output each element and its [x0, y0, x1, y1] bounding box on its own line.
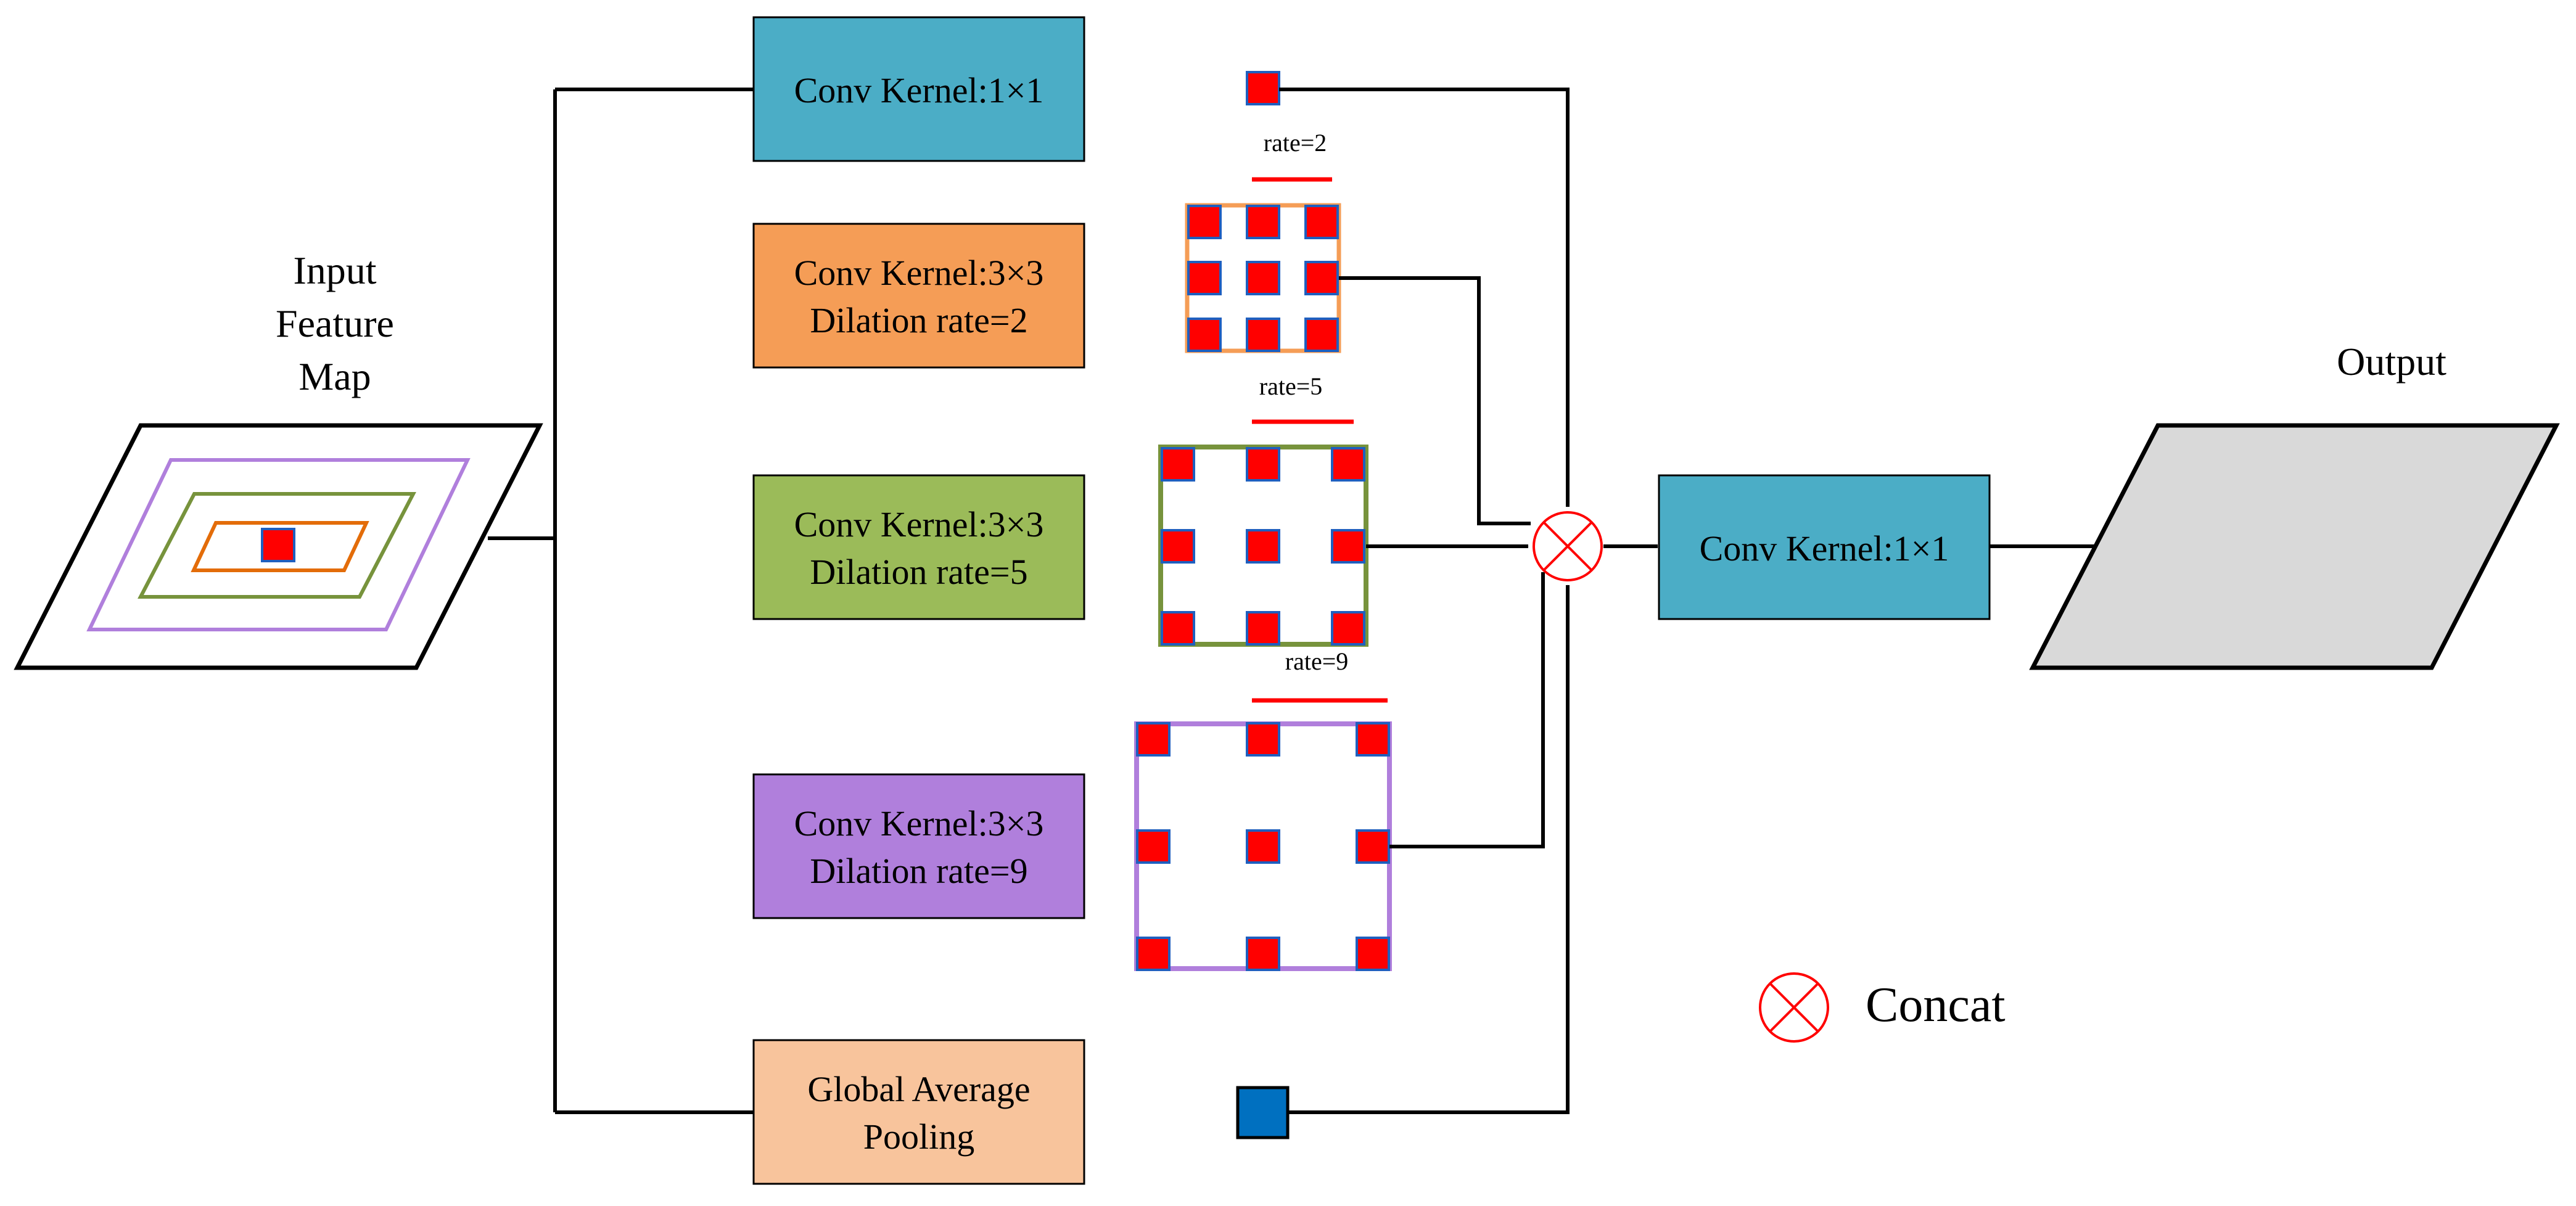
- output-conv-label: Conv Kernel:1×1: [1700, 528, 1949, 568]
- dilation9-label-line1: Conv Kernel:3×3: [794, 803, 1044, 843]
- connector-dil9-to-concat: [1389, 572, 1545, 848]
- branch-global-average-pooling: Global Average Pooling: [752, 1039, 1085, 1185]
- kernel-dil9-grid: [1136, 722, 1390, 971]
- connector-conv1x1-to-concat: [1279, 88, 1570, 507]
- rate2-label: rate=2: [1264, 129, 1327, 157]
- connector-dil2-to-concat: [1339, 276, 1531, 525]
- kernel-dilation-9: rate=9: [1134, 647, 1392, 971]
- branch-dilation-5: Conv Kernel:3×3 Dilation rate=5: [752, 474, 1085, 620]
- kernel-dil5-cell-r0c1: [1246, 447, 1280, 482]
- pooling-cell: [1236, 1086, 1290, 1139]
- input-label-line3: Map: [298, 355, 371, 398]
- kernel-dil2-grid: [1187, 205, 1339, 352]
- dilation5-box: [752, 474, 1085, 620]
- output-label: Output: [2337, 340, 2446, 384]
- branch-dilation-9: Conv Kernel:3×3 Dilation rate=9: [752, 773, 1085, 919]
- kernel-dil9-cell-r2c1: [1246, 937, 1280, 971]
- gap-label-line2: Pooling: [863, 1117, 975, 1157]
- kernel-dil9-cell-r1c1: [1246, 829, 1280, 864]
- kernel-dil9-cell-r0c0: [1136, 722, 1171, 757]
- input-center-cell: [261, 528, 295, 562]
- input-trunk: [488, 88, 754, 1114]
- kernel-dil9-cell-r2c2: [1356, 937, 1390, 971]
- kernel-dil5-grid: [1161, 447, 1365, 646]
- kernel-dilation-5: rate=5: [1158, 372, 1368, 647]
- kernel-dil9-cell-r1c2: [1356, 829, 1390, 864]
- legend-concat-label: Concat: [1866, 978, 2006, 1032]
- kernel-dil5-cell-r2c2: [1331, 611, 1365, 646]
- kernel-dil5-cell-r1c0: [1161, 529, 1195, 564]
- gap-box: [752, 1039, 1085, 1185]
- kernel-dil2-cell-r0c1: [1246, 205, 1280, 239]
- output-parallelogram: [2029, 423, 2560, 670]
- kernel-dil5-cell-r0c2: [1331, 447, 1365, 482]
- gap-label-line1: Global Average: [807, 1069, 1030, 1109]
- kernel-dil9-cell-r2c0: [1136, 937, 1171, 971]
- legend: Concat: [1759, 972, 2006, 1043]
- rate5-label: rate=5: [1259, 372, 1323, 400]
- kernel-dilation-2: rate=2: [1185, 129, 1341, 353]
- kernel-dil5-cell-r1c2: [1331, 529, 1365, 564]
- connector-gap-to-concat: [1288, 585, 1570, 1114]
- branch-dilation-2: Conv Kernel:3×3 Dilation rate=2: [752, 223, 1085, 369]
- kernel-dil5-cell-r2c0: [1161, 611, 1195, 646]
- kernel-dil2-cell-r1c1: [1246, 261, 1280, 295]
- kernel-dil2-cell-r1c2: [1304, 261, 1339, 295]
- kernel-dil5-cell-r2c1: [1246, 611, 1280, 646]
- dilation2-label-line2: Dilation rate=2: [810, 300, 1027, 340]
- output-conv1x1: Conv Kernel:1×1: [1658, 474, 1991, 620]
- output-conv-box: [1658, 474, 1991, 620]
- conv1x1-label: Conv Kernel:1×1: [794, 70, 1044, 110]
- dilation9-box: [752, 773, 1085, 919]
- kernel-dil2-cell-r2c1: [1246, 318, 1280, 352]
- receptive-field-ring-middle: [138, 492, 416, 599]
- conv1x1-box: [752, 16, 1085, 162]
- kernel-dil5-cell-r1c1: [1246, 529, 1280, 564]
- branch-conv1x1: Conv Kernel:1×1: [752, 16, 1085, 162]
- dilation2-label-line1: Conv Kernel:3×3: [794, 253, 1044, 293]
- input-feature-map: Input Feature Map: [14, 248, 543, 670]
- kernel-dil9-cell-r0c2: [1356, 722, 1390, 757]
- rate9-label: rate=9: [1285, 647, 1349, 675]
- concat-connectors: [1279, 88, 2097, 1114]
- kernel-dil9-cell-r1c0: [1136, 829, 1171, 864]
- output-feature-map: Output: [2029, 340, 2560, 670]
- dilation5-label-line2: Dilation rate=5: [810, 552, 1027, 592]
- kernel-dil2-cell-r1c0: [1187, 261, 1222, 295]
- kernel-dil2-cell-r2c2: [1304, 318, 1339, 352]
- input-label-line1: Input: [293, 248, 376, 292]
- dilation9-label-line2: Dilation rate=9: [810, 851, 1027, 891]
- kernel-dil2-cell-r0c0: [1187, 205, 1222, 239]
- concat-symbol: [1533, 511, 1603, 581]
- input-label-line2: Feature: [276, 302, 394, 345]
- kernel-1x1-cell: [1246, 71, 1280, 105]
- kernel-dil5-cell-r0c0: [1161, 447, 1195, 482]
- dilation2-box: [752, 223, 1085, 369]
- kernel-dil9-cell-r0c1: [1246, 722, 1280, 757]
- dilation5-label-line1: Conv Kernel:3×3: [794, 504, 1044, 544]
- receptive-field-ring-outer: [86, 458, 471, 631]
- kernel-dil2-cell-r2c0: [1187, 318, 1222, 352]
- receptive-field-ring-inner: [191, 521, 369, 572]
- kernel-dil2-cell-r0c2: [1304, 205, 1339, 239]
